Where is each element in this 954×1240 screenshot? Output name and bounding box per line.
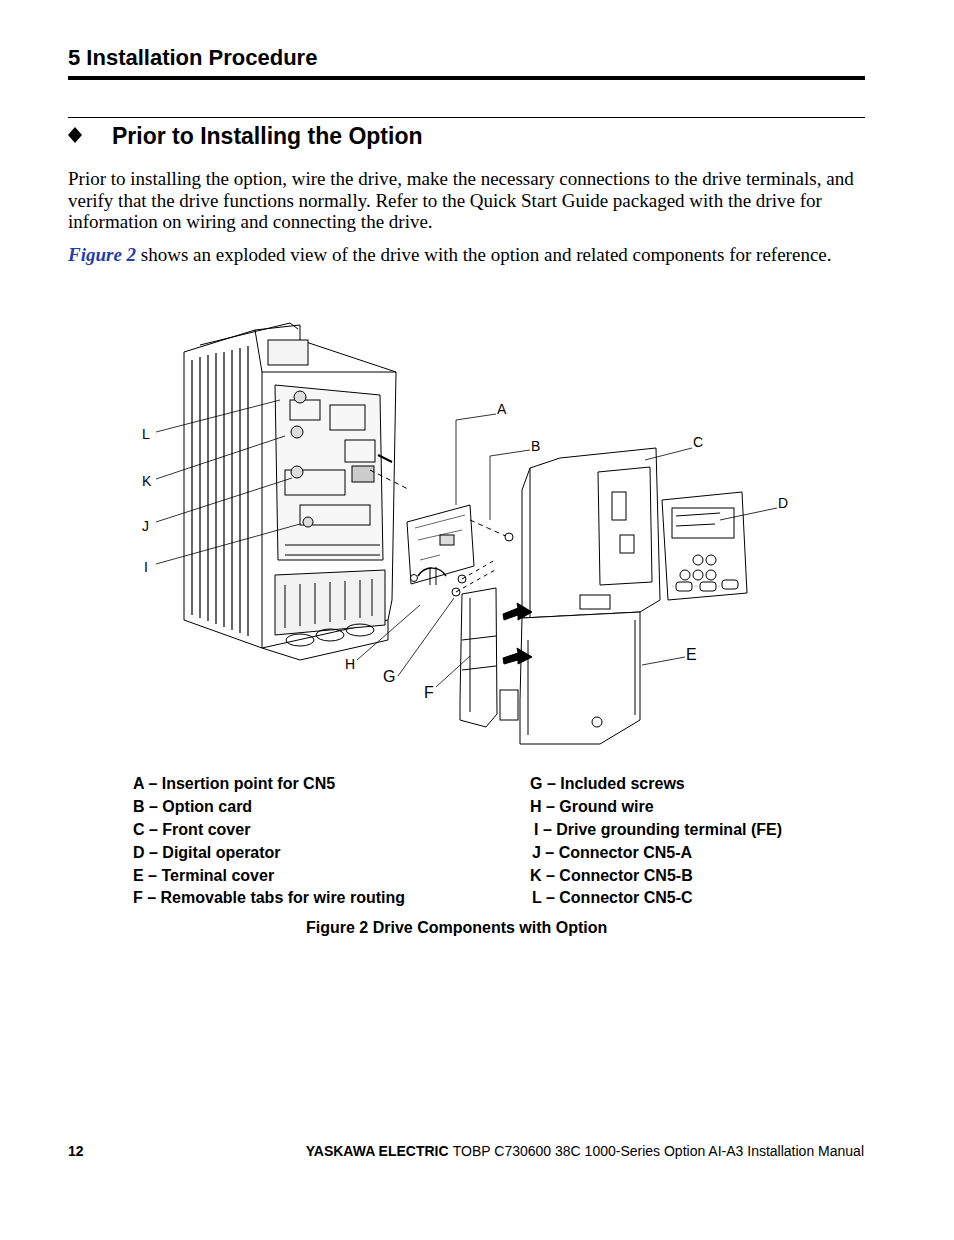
legend-entry: G – Included screws <box>530 775 685 793</box>
callout-letter: H <box>345 656 355 672</box>
callout-letter: D <box>778 495 788 511</box>
page-header: 5 Installation Procedure <box>68 45 317 71</box>
reference-paragraph: Figure 2shows an exploded view of the dr… <box>68 244 858 266</box>
company-name: YASKAWA ELECTRIC <box>306 1143 449 1159</box>
callout-letter: F <box>424 684 434 702</box>
figure-caption: Figure 2 Drive Components with Option <box>306 919 607 937</box>
footer-line: YASKAWA ELECTRICTOBP C730600 38C 1000-Se… <box>306 1143 864 1159</box>
legend-entry: E – Terminal cover <box>133 867 274 885</box>
legend-entry: B – Option card <box>133 798 252 816</box>
callout-letter: L <box>142 426 150 442</box>
legend-entry: C – Front cover <box>133 821 250 839</box>
page-number: 12 <box>68 1143 84 1159</box>
legend-entry: I – Drive grounding terminal (FE) <box>534 821 782 839</box>
legend-entry: A – Insertion point for CN5 <box>133 775 335 793</box>
callout-letter: B <box>531 438 540 454</box>
legend-entry: L – Connector CN5-C <box>532 889 693 907</box>
callout-letter: K <box>142 473 151 489</box>
callout-letter: A <box>497 401 506 417</box>
legend-entry: J – Connector CN5-A <box>532 844 692 862</box>
manual-title: TOBP C730600 38C 1000-Series Option AI-A… <box>453 1143 864 1159</box>
drive-illustration <box>184 323 747 744</box>
legend-entry: K – Connector CN5-B <box>530 867 693 885</box>
section-rule <box>68 117 865 118</box>
leader-lines <box>156 400 777 687</box>
legend-entry: H – Ground wire <box>530 798 654 816</box>
section-title: Prior to Installing the Option <box>112 123 423 150</box>
figure-reference: Figure 2 <box>68 244 136 265</box>
legend-entry: F – Removable tabs for wire routing <box>133 889 405 907</box>
body-text: shows an exploded view of the drive with… <box>141 244 832 265</box>
legend-entry: D – Digital operator <box>133 844 281 862</box>
callout-letter: J <box>142 518 149 534</box>
callout-letter: I <box>144 559 148 575</box>
callout-letter: C <box>693 434 703 450</box>
callout-letter: G <box>383 668 395 686</box>
bullet-diamond <box>68 127 82 143</box>
callout-letter: E <box>686 646 697 664</box>
body-paragraph: Prior to installing the option, wire the… <box>68 168 858 233</box>
header-rule <box>68 76 865 80</box>
